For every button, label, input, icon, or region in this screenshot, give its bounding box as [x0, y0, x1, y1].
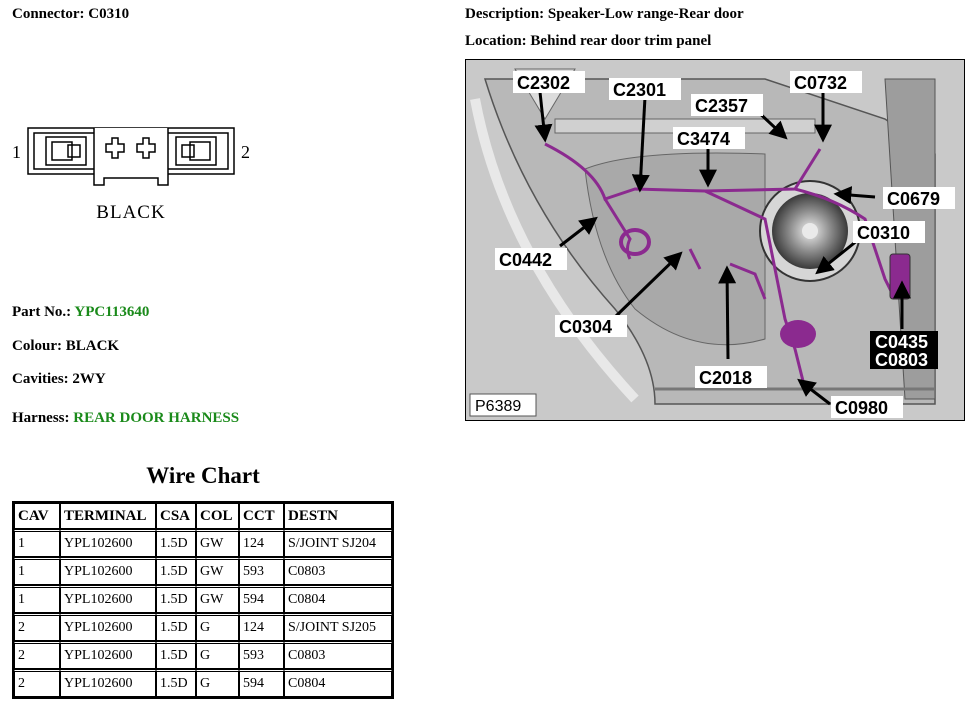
connector-pinout-diagram: 1 2 BLACK	[12, 127, 250, 223]
body-colour-label: BLACK	[96, 202, 165, 223]
grommet-icon	[780, 320, 816, 348]
harness-value: REAR DOOR HARNESS	[73, 410, 240, 426]
col-header-col: COL	[196, 503, 239, 529]
callout-arrows	[534, 91, 911, 406]
callout-c0980: C0980	[835, 398, 888, 418]
connector-block-icon	[889, 253, 911, 300]
col-header-csa: CSA	[156, 503, 196, 529]
harness-route	[544, 142, 897, 390]
callout-c2357: C2357	[695, 96, 748, 116]
callout-c0732: C0732	[794, 73, 847, 93]
callout-c3474: C3474	[677, 129, 730, 149]
location-diagram: C2302 C2301 C2357 C0732 C3474 C0679 C031…	[465, 59, 965, 421]
part-no-value: YPC113640	[74, 304, 150, 320]
callout-c0679: C0679	[887, 189, 940, 209]
callout-c2018: C2018	[699, 368, 752, 388]
col-header-cct: CCT	[239, 503, 284, 529]
part-no-line: Part No.: YPC113640	[12, 304, 150, 320]
cavities-line: Cavities: 2WY	[12, 371, 106, 387]
callout-c0442: C0442	[499, 250, 552, 270]
connector-heading: Connector: C0310	[12, 6, 130, 22]
diagram-ref: P6389	[475, 398, 521, 415]
callout-labels: C2302 C2301 C2357 C0732 C3474 C0679 C031…	[495, 71, 955, 418]
table-header-row: CAV TERMINAL CSA COL CCT DESTN	[14, 503, 392, 529]
col-header-cav: CAV	[14, 503, 60, 529]
speaker-icon	[759, 180, 861, 282]
callout-c0803: C0803	[875, 350, 928, 370]
pin-1-label: 1	[12, 142, 21, 162]
callout-c0435: C0435	[875, 332, 928, 352]
col-header-terminal: TERMINAL	[60, 503, 156, 529]
wire-chart-title: Wire Chart	[146, 463, 260, 488]
callout-c0310: C0310	[857, 223, 910, 243]
callout-c2301: C2301	[613, 80, 666, 100]
connector-id: C0310	[88, 6, 130, 22]
col-header-destn: DESTN	[284, 503, 392, 529]
callout-c0304: C0304	[559, 317, 612, 337]
harness-line: Harness: REAR DOOR HARNESS	[12, 410, 240, 426]
location-line: Location: Behind rear door trim panel	[465, 33, 712, 49]
description-line: Description: Speaker-Low range-Rear door	[465, 6, 744, 22]
colour-line: Colour: BLACK	[12, 338, 120, 354]
callout-c2302: C2302	[517, 73, 570, 93]
pin-2-label: 2	[241, 142, 250, 162]
